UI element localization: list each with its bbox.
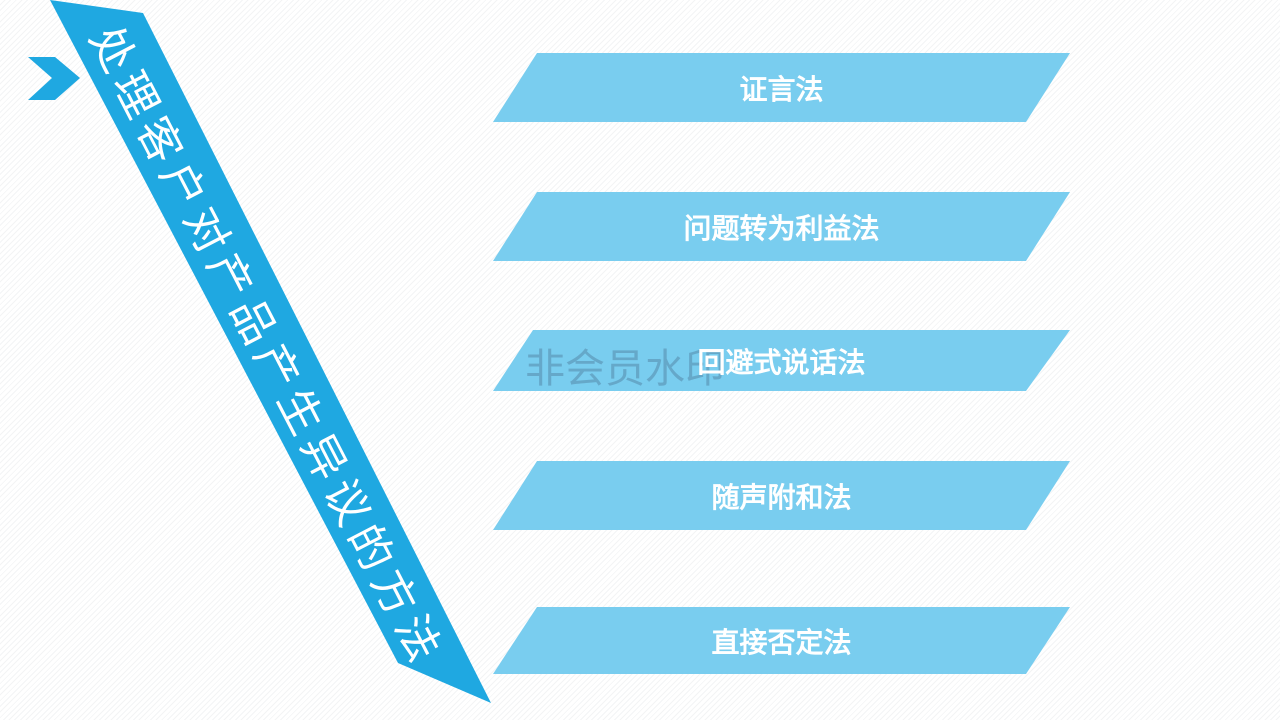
parallelogram-shape	[493, 192, 1070, 261]
parallelogram-shape	[493, 53, 1070, 122]
watermark: 非会员水印	[525, 346, 725, 392]
method-label: 证言法	[739, 72, 824, 106]
method-label: 回避式说话法	[697, 345, 866, 379]
method-item[interactable]: 随声附和法	[493, 461, 1070, 530]
method-item[interactable]: 证言法	[493, 53, 1070, 122]
parallelogram-shape	[493, 330, 1070, 391]
method-label: 直接否定法	[711, 625, 852, 659]
method-item[interactable]: 直接否定法	[493, 607, 1070, 674]
parallelogram-shape	[493, 607, 1070, 674]
method-item[interactable]: 回避式说话法	[493, 330, 1070, 391]
method-label: 随声附和法	[711, 480, 852, 514]
title-banner	[50, 0, 491, 703]
method-item[interactable]: 问题转为利益法	[493, 192, 1070, 261]
parallelogram-shape	[493, 461, 1070, 530]
chevron-right-icon	[28, 57, 80, 100]
method-label: 问题转为利益法	[683, 211, 880, 245]
